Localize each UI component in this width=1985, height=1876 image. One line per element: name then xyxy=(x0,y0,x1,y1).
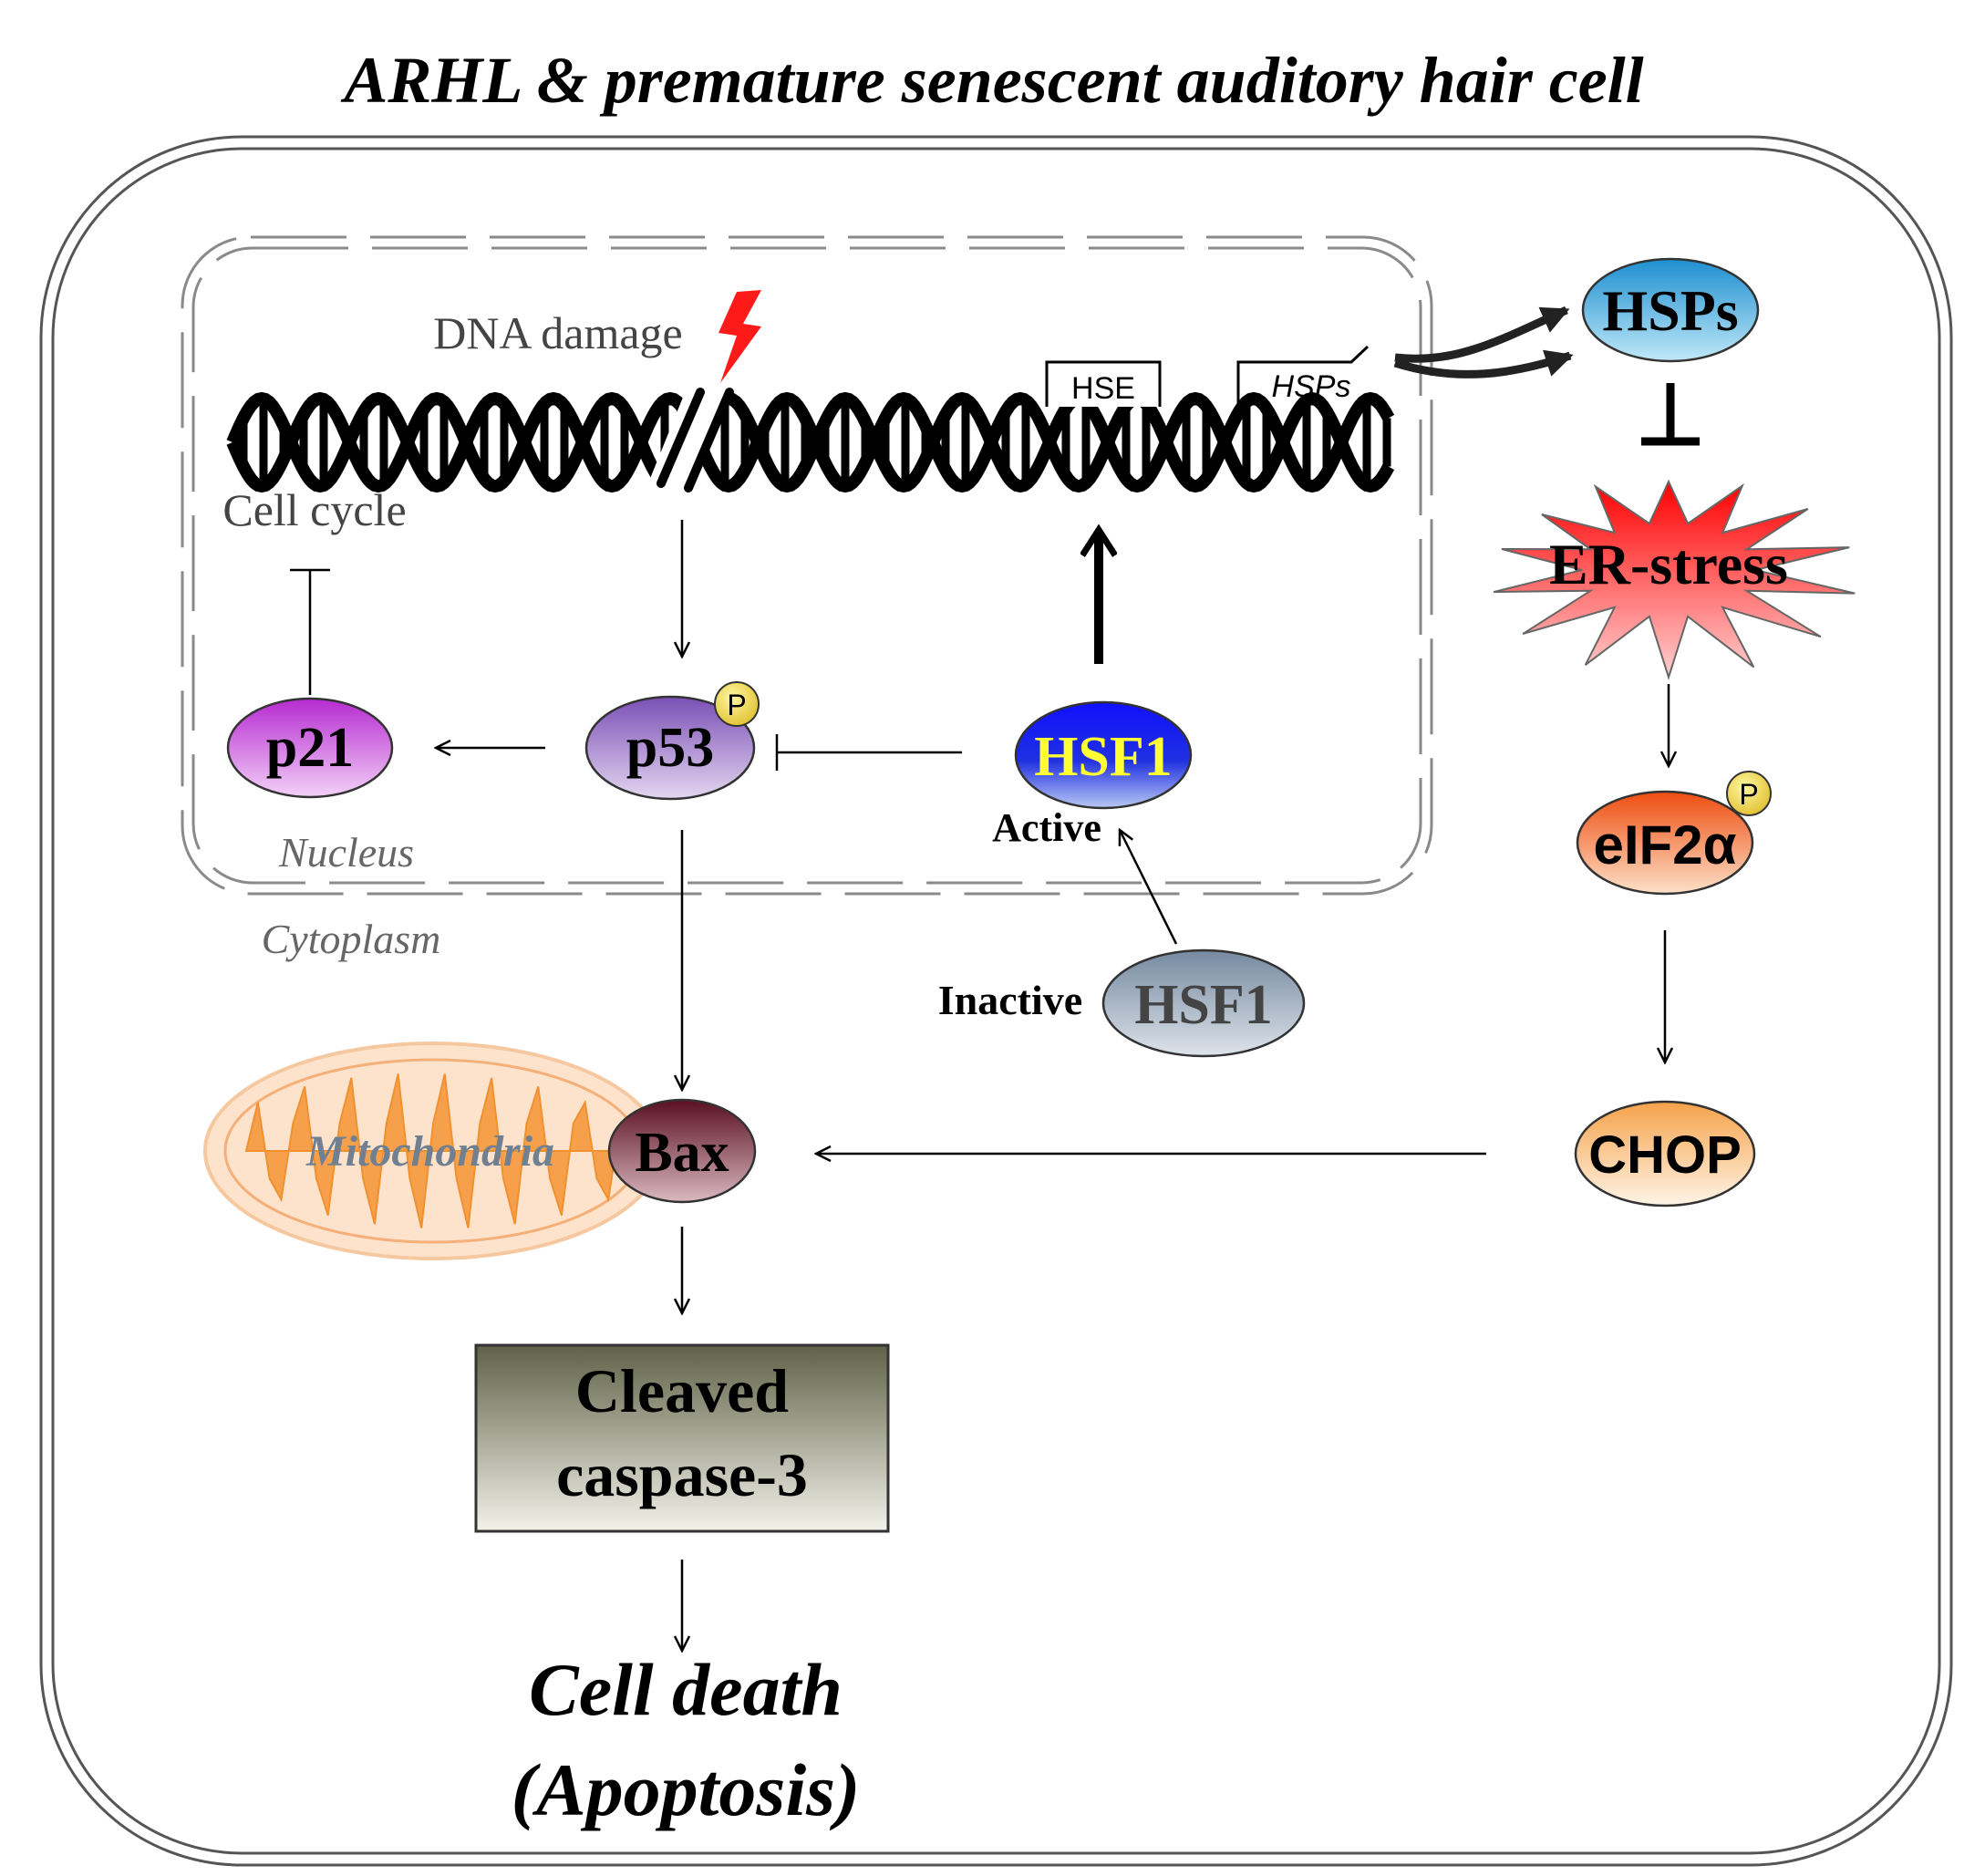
hsps-node: HSPs xyxy=(1581,257,1760,363)
p21-node: p21 xyxy=(226,697,394,799)
eif2a-phospho-label: P xyxy=(1739,778,1758,811)
p53-node: p53 P xyxy=(584,681,760,801)
hsf1-inactive-node: HSF1 xyxy=(1101,948,1306,1058)
lightning-bolt-icon xyxy=(719,290,761,383)
hsf1-activation-arrow xyxy=(1120,830,1178,945)
nucleus-envelope xyxy=(181,235,1433,896)
cleaved-caspase-3-box: Cleaved caspase-3 xyxy=(474,1343,890,1533)
cell-death-label: Cell death xyxy=(529,1648,843,1731)
hsps-inhibits-er-stress xyxy=(1641,383,1700,446)
p53-label: p53 xyxy=(626,717,714,779)
cell-cycle-label: Cell cycle xyxy=(222,484,406,535)
dna-strand xyxy=(226,391,1395,493)
cell-membrane xyxy=(39,135,1953,1867)
cytoplasm-label: Cytoplasm xyxy=(262,916,441,962)
caspase-line1: Cleaved xyxy=(575,1356,789,1425)
er-stress-label: ER-stress xyxy=(1549,532,1788,596)
chop-label: CHOP xyxy=(1588,1125,1742,1185)
hsf1-active-label: HSF1 xyxy=(1034,726,1173,788)
active-label: Active xyxy=(992,805,1101,850)
dna-damage-label: DNA damage xyxy=(433,307,683,358)
hsf1-inhibits-p53 xyxy=(775,734,962,771)
bax-node: Bax xyxy=(607,1098,757,1204)
hsps-gene-label: HSPs xyxy=(1272,369,1351,404)
hse-promoter-box: HSE xyxy=(1045,360,1162,407)
hsf1-active-node: HSF1 xyxy=(1014,700,1193,810)
p21-label: p21 xyxy=(266,717,354,779)
p21-inhibits-cell-cycle xyxy=(290,568,330,695)
hse-label: HSE xyxy=(1071,371,1135,406)
dna-strand xyxy=(226,391,1395,493)
chop-node: CHOP xyxy=(1574,1100,1756,1207)
figure-title: ARHL & premature senescent auditory hair… xyxy=(340,44,1643,117)
p53-phospho-badge: P xyxy=(714,681,760,727)
apoptosis-label: (Apoptosis) xyxy=(512,1748,861,1831)
nucleus-label: Nucleus xyxy=(278,829,414,876)
p53-phospho-label: P xyxy=(727,689,746,721)
caspase-line2: caspase-3 xyxy=(556,1440,808,1509)
mitochondria-label: Mitochondria xyxy=(305,1127,554,1176)
er-stress-node: ER-stress xyxy=(1493,479,1856,680)
bax-label: Bax xyxy=(635,1122,729,1184)
hsps-node-label: HSPs xyxy=(1602,278,1738,343)
eif2a-phospho-badge: P xyxy=(1726,771,1772,816)
hsf1-inactive-label: HSF1 xyxy=(1134,974,1273,1036)
hsps-gene-box: HSPs xyxy=(1236,345,1370,407)
inactive-label: Inactive xyxy=(938,977,1082,1023)
eif2a-label: eIF2α xyxy=(1594,814,1737,876)
dna-break xyxy=(656,388,734,492)
eif2a-node: eIF2α P xyxy=(1576,771,1772,896)
hsps-expression-arrows xyxy=(1393,306,1574,378)
